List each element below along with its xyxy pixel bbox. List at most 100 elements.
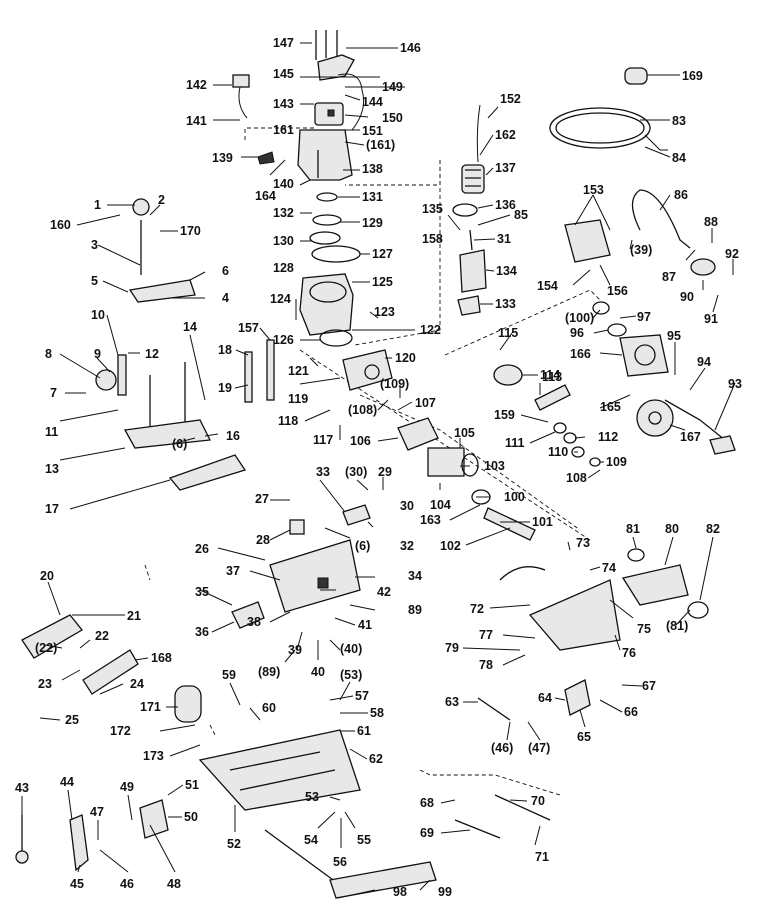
part-label: 73	[576, 536, 590, 550]
part-label: 120	[395, 351, 416, 365]
part-label: 14	[183, 320, 197, 334]
part-label: (46)	[491, 741, 513, 755]
part-label: 56	[333, 855, 347, 869]
part-label: 55	[357, 833, 371, 847]
part-label: 158	[422, 232, 443, 246]
part-label: 151	[362, 124, 383, 138]
part-label: 30	[400, 499, 414, 513]
leader-lines	[21, 42, 736, 899]
part-label: 44	[60, 775, 74, 789]
part-label: 128	[273, 261, 294, 275]
part-label: 82	[706, 522, 720, 536]
part-label: 43	[15, 781, 29, 795]
part-label: 26	[195, 542, 209, 556]
part-label: 129	[362, 216, 383, 230]
part-label: 25	[65, 713, 79, 727]
part-label: 95	[667, 329, 681, 343]
part-label: 60	[262, 701, 276, 715]
part-label: (161)	[366, 138, 395, 152]
part-label: 88	[704, 215, 718, 229]
part-label: 98	[393, 885, 407, 899]
part-label: 83	[672, 114, 686, 128]
part-label: 27	[255, 492, 269, 506]
part-label: 170	[180, 224, 201, 238]
part-label: 131	[362, 190, 383, 204]
part-label: 125	[372, 275, 393, 289]
part-label: 101	[532, 515, 553, 529]
part-label: 54	[304, 833, 318, 847]
part-label: 138	[362, 162, 383, 176]
part-label: 173	[143, 749, 164, 763]
part-label: 126	[273, 333, 294, 347]
part-label: 99	[438, 885, 452, 899]
part-label: 102	[440, 539, 461, 553]
part-label: 96	[570, 326, 584, 340]
part-label: 143	[273, 97, 294, 111]
part-label: 164	[255, 189, 276, 203]
part-label: 7	[50, 386, 57, 400]
part-label: (100)	[565, 311, 594, 325]
part-label: 150	[382, 111, 403, 125]
part-label: 114	[540, 368, 560, 382]
part-label: 19	[218, 381, 232, 395]
part-number-labels: 147 146 145 149 144 142 143 150 141 161 …	[15, 36, 742, 899]
part-label: 5	[91, 274, 98, 288]
part-label: 63	[445, 695, 459, 709]
part-label: 147	[273, 36, 294, 50]
part-label: 139	[212, 151, 233, 165]
part-label: (39)	[630, 243, 652, 257]
part-label: 58	[370, 706, 384, 720]
part-label: 8	[45, 347, 52, 361]
part-label: 68	[420, 796, 434, 810]
part-label: 112	[598, 430, 618, 444]
part-label: 122	[420, 323, 441, 337]
part-label: 163	[420, 513, 441, 527]
part-label: 115	[498, 326, 518, 340]
part-label: 91	[704, 312, 718, 326]
part-label: 24	[130, 677, 144, 691]
part-label: 106	[350, 434, 371, 448]
part-label: 48	[167, 877, 181, 891]
part-label: 161	[273, 123, 294, 137]
part-label: 171	[140, 700, 161, 714]
part-label: 47	[90, 805, 104, 819]
part-label: 104	[430, 498, 451, 512]
part-label: 162	[495, 128, 516, 142]
part-label: 59	[222, 668, 236, 682]
part-label: 67	[642, 679, 656, 693]
part-label: 28	[256, 533, 270, 547]
part-label: 141	[186, 114, 207, 128]
part-label: 156	[607, 284, 628, 298]
part-label: 127	[372, 247, 393, 261]
part-label: 121	[288, 364, 309, 378]
part-label: 3	[91, 238, 98, 252]
part-label: (89)	[258, 665, 280, 679]
part-label: 41	[358, 618, 372, 632]
part-label: 23	[38, 677, 52, 691]
part-label: 52	[227, 837, 241, 851]
part-label: 89	[408, 603, 422, 617]
part-label: 160	[50, 218, 71, 232]
part-label: 134	[496, 264, 517, 278]
part-label: 9	[94, 347, 101, 361]
part-label: 45	[70, 877, 84, 891]
part-label: 119	[288, 392, 308, 406]
part-label: 37	[226, 564, 240, 578]
part-label: 145	[273, 67, 294, 81]
part-label: 169	[682, 69, 703, 83]
part-label: 18	[218, 343, 232, 357]
part-label: 107	[415, 396, 436, 410]
part-label: 36	[195, 625, 209, 639]
part-label: 21	[127, 609, 141, 623]
part-label: 84	[672, 151, 686, 165]
part-label: 49	[120, 780, 134, 794]
part-label: (108)	[348, 403, 377, 417]
part-label: (109)	[380, 377, 409, 391]
part-label: 11	[45, 425, 58, 439]
part-label: (81)	[666, 619, 688, 633]
part-label: 62	[369, 752, 383, 766]
part-label: 53	[305, 790, 319, 804]
part-label: (22)	[35, 641, 57, 655]
part-label: 157	[238, 321, 259, 335]
part-label: 110	[548, 445, 568, 459]
